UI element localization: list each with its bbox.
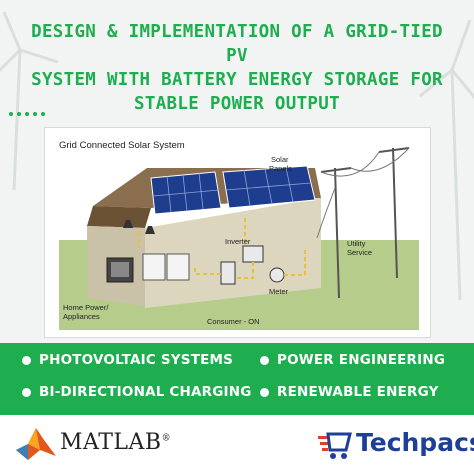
- topic-label: RENEWABLE ENERGY: [277, 384, 439, 400]
- solar-panels-label: Solar: [271, 155, 289, 164]
- matlab-name: MATLAB: [60, 430, 162, 455]
- dot-divider: [9, 112, 45, 116]
- bullet-icon: [22, 387, 31, 397]
- utility-pole-icon: [320, 147, 410, 299]
- home-appliances-label-2: Appliances: [63, 312, 100, 321]
- consumer-on-label: Consumer - ON: [207, 317, 260, 326]
- house-illustration: Grid Connected Solar System Solar Panels…: [59, 140, 419, 330]
- bullet-icon: [260, 387, 269, 397]
- registered-mark: ®: [161, 433, 172, 444]
- grid-solar-diagram: Grid Connected Solar System Solar Panels…: [44, 127, 431, 338]
- techpacs-brand: Techpacs: [356, 428, 474, 457]
- inverter-label: Inverter: [225, 237, 251, 246]
- meter-icon: [269, 267, 285, 283]
- title-line-1: DESIGN & IMPLEMENTATION OF A GRID-TIED P…: [31, 22, 443, 66]
- page-title: DESIGN & IMPLEMENTATION OF A GRID-TIED P…: [26, 20, 448, 116]
- home-appliances-label: Home Power/: [63, 303, 109, 312]
- bullet-icon: [260, 355, 269, 365]
- panel-box-icon: [220, 261, 236, 285]
- inverter-icon: [242, 245, 264, 263]
- bullet-icon: [22, 355, 31, 365]
- topic-item: BI-DIRECTIONAL CHARGING: [22, 384, 252, 400]
- lamp-icon: [123, 220, 133, 228]
- diagram-heading: Grid Connected Solar System: [59, 140, 185, 151]
- lamp-icon: [145, 226, 155, 234]
- topic-label: PHOTOVOLTAIC SYSTEMS: [39, 352, 234, 368]
- cart-icon: [318, 432, 352, 459]
- dryer-icon: [166, 253, 190, 281]
- topic-label: BI-DIRECTIONAL CHARGING: [39, 384, 252, 400]
- meter-label: Meter: [269, 287, 289, 296]
- topic-item: RENEWABLE ENERGY: [260, 384, 439, 400]
- utility-service-label: Utility: [347, 239, 366, 248]
- solar-panels-label-2: Panels: [269, 164, 292, 173]
- utility-service-label-2: Service: [347, 248, 372, 257]
- topic-label: POWER ENGINEERING: [277, 352, 446, 368]
- matlab-brand: MATLAB®: [60, 430, 171, 455]
- title-line-3: STABLE POWER OUTPUT: [134, 94, 340, 114]
- solar-panel-array: [150, 165, 316, 215]
- washer-icon: [142, 253, 166, 281]
- topic-item: POWER ENGINEERING: [260, 352, 445, 368]
- topic-item: PHOTOVOLTAIC SYSTEMS: [22, 352, 233, 368]
- matlab-logo-icon: [16, 428, 56, 460]
- title-line-2: SYSTEM WITH BATTERY ENERGY STORAGE FOR: [31, 70, 443, 90]
- topics-band: [0, 343, 474, 415]
- footer: [0, 415, 474, 474]
